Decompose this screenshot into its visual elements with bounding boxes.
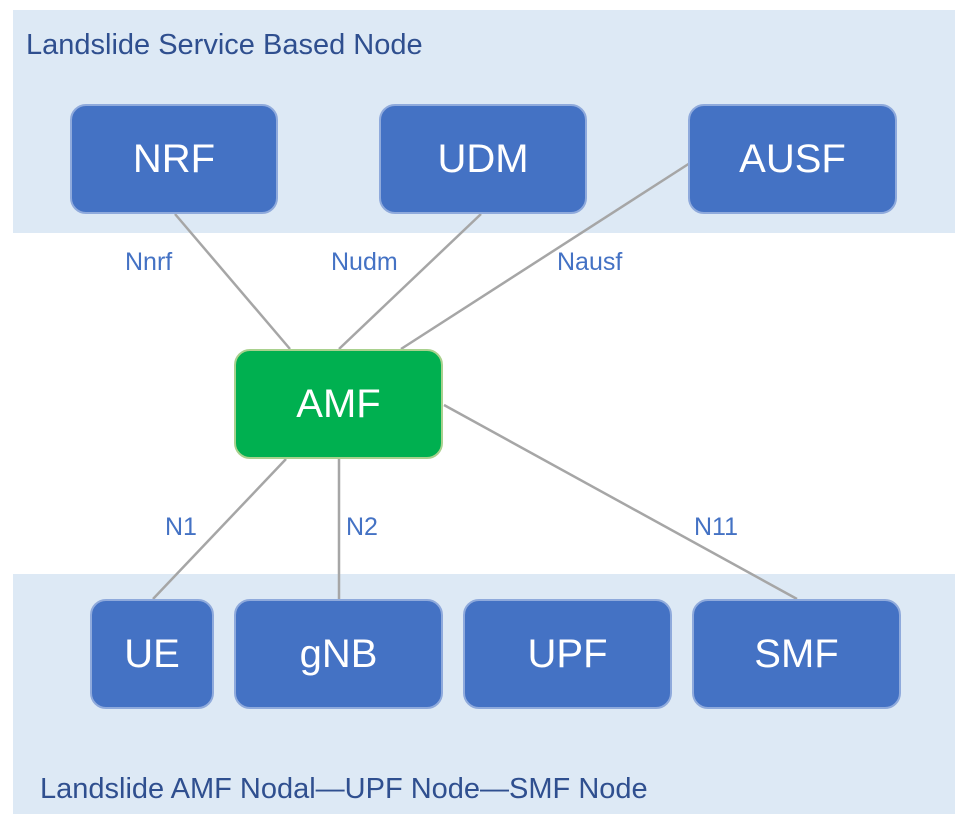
label-n1: N1: [165, 513, 197, 541]
ue-node[interactable]: UE: [90, 599, 214, 709]
service-based-node-title: Landslide Service Based Node: [26, 29, 423, 61]
nrf-node[interactable]: NRF: [70, 104, 278, 214]
gnb-node[interactable]: gNB: [234, 599, 443, 709]
link-n1: [152, 458, 287, 600]
link-nnrf: [174, 213, 291, 350]
upf-node[interactable]: UPF: [463, 599, 672, 709]
amf-nodal-title: Landslide AMF Nodal—UPF Node—SMF Node: [40, 773, 648, 805]
ausf-node[interactable]: AUSF: [688, 104, 897, 214]
label-nnrf: Nnrf: [125, 248, 173, 276]
label-nudm: Nudm: [331, 248, 398, 276]
link-nausf: [400, 161, 691, 351]
udm-node[interactable]: UDM: [379, 104, 587, 214]
label-n11: N11: [694, 513, 739, 541]
smf-node[interactable]: SMF: [692, 599, 901, 709]
amf-node[interactable]: AMF: [234, 349, 443, 459]
link-nudm: [338, 213, 482, 350]
link-n11: [443, 403, 798, 601]
label-n2: N2: [346, 513, 378, 541]
label-nausf: Nausf: [557, 248, 623, 276]
